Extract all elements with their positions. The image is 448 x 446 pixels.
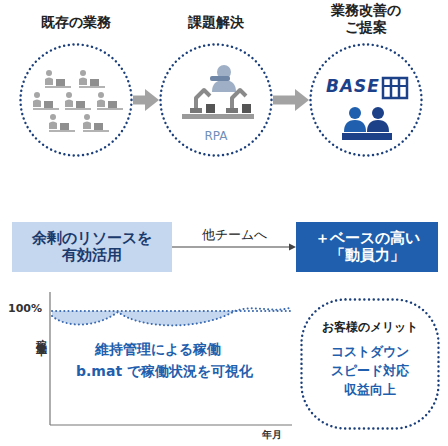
utilization-chart [50, 292, 292, 425]
connector-line [273, 96, 296, 105]
merit-circle: お客様のメリットコストダウン スピード対応 収益向上 [300, 298, 440, 430]
arrow-head [145, 89, 159, 111]
gate-icon [383, 78, 407, 98]
dotted-outline [302, 300, 439, 429]
arrow-head [289, 244, 296, 251]
resource-box: 余剰のリソースを有効活用 [12, 222, 172, 272]
process-circle: 既存の業務 [19, 43, 133, 157]
node-title: 余剰のリソースを有効活用 [30, 230, 154, 264]
chart-note: b.mat で稼働状況を可視化 [76, 363, 253, 381]
person-head [372, 107, 384, 119]
node-title: 課題解決 [139, 14, 293, 31]
gate-bar [398, 78, 401, 98]
work-station [79, 70, 105, 87]
robot-base [226, 108, 238, 113]
work-station [49, 114, 75, 131]
node-title: 既存の業務 [0, 14, 153, 31]
transfer-arrow [172, 244, 296, 251]
work-station [33, 92, 59, 109]
box [242, 104, 251, 113]
dotted-outline [21, 45, 132, 156]
node-text: BASE [321, 77, 385, 96]
process-circle: 業務改善のご提案BASE [309, 43, 423, 157]
desk [342, 133, 392, 140]
work-station [65, 92, 91, 109]
axis-tick: 100% [8, 302, 42, 315]
process-circle: 課題解決RPA [159, 43, 273, 157]
edge-label: 他チームへ [202, 226, 267, 244]
person-body [344, 120, 366, 132]
gate-bar [390, 78, 393, 98]
work-station [83, 114, 109, 131]
utilization-curve [52, 307, 292, 325]
node-title: ＋ベースの高い「動員力」 [312, 230, 422, 264]
node-title: 業務改善のご提案 [330, 2, 402, 36]
mobilization-box: ＋ベースの高い「動員力」 [296, 222, 438, 272]
person-goggles [210, 76, 230, 81]
robot-illustration [182, 65, 254, 119]
x-axis [50, 424, 292, 425]
dotted-outline [311, 45, 422, 156]
connector-line [133, 96, 146, 105]
work-station [97, 92, 123, 109]
workers-illustration [33, 70, 123, 131]
robot-base [190, 108, 202, 113]
person-head [349, 107, 361, 119]
arrow-head [295, 89, 309, 111]
full-utilization-line [52, 310, 292, 312]
conveyor [182, 114, 254, 119]
flow-arrow [133, 89, 159, 111]
node-outline [309, 43, 423, 157]
gate-bar [383, 85, 407, 87]
node-title: お客様のメリット [300, 320, 440, 335]
node-text: コストダウン スピード対応 収益向上 [325, 342, 415, 399]
connector-line [172, 246, 290, 247]
y-axis [49, 292, 50, 425]
person-body [367, 120, 389, 132]
box [206, 104, 215, 113]
chart-note: 維持管理による稼働 [95, 341, 221, 359]
work-station [45, 70, 71, 87]
node-outline [19, 43, 133, 157]
axis-title: 稼働率 [33, 330, 48, 339]
axis-title: 年月 [262, 428, 282, 442]
person-body [212, 80, 236, 92]
node-text: RPA [159, 129, 273, 143]
flow-arrow [273, 89, 309, 111]
